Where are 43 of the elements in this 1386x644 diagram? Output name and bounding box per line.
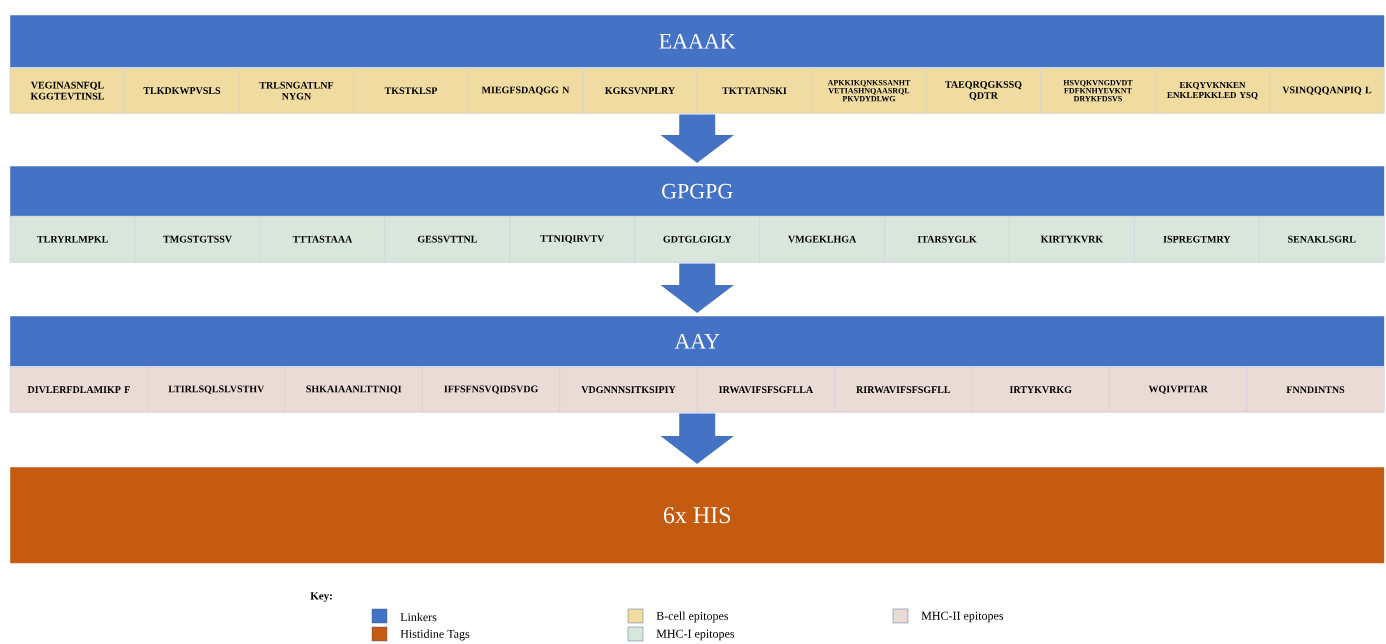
epitope-cell: DIVLERFDLAMIKP F xyxy=(10,367,148,413)
epitope-cell: TTTASTAAA xyxy=(259,216,386,263)
epitope-cell: VSINQQQANPIQ L xyxy=(1269,68,1385,114)
epitope-cell: VDGNNNSITKSIPIY xyxy=(559,367,698,413)
epitope-cell: HSVQKVNGDVDT FDFKNHYEVKNT DRYKFDSVS xyxy=(1040,68,1156,114)
epitope-cell: TLKDKWPVSLS xyxy=(124,68,240,114)
legend-label: MHC-I epitopes xyxy=(656,629,735,641)
epitope-cell: TRLSNGATLNF NYGN xyxy=(239,68,354,114)
epitope-cell: IFFSFNSVQIDSVDG xyxy=(422,367,560,413)
epitope-cell: LTIRLSQLSLVSTHV xyxy=(147,367,286,413)
epitope-cell: MIEGFSDAQGG N xyxy=(468,68,583,114)
epitope-cell: TAEQRQGKSSQ QDTR xyxy=(926,68,1041,114)
epitope-cell: TMGSTGTSSV xyxy=(134,216,261,263)
epitope-cell: TKTTATNSKI xyxy=(697,68,812,114)
epitope-cell: IRTYKVRKG xyxy=(971,367,1110,413)
key-heading: Key: xyxy=(310,592,332,602)
band: 6x HIS xyxy=(10,467,1385,564)
band: EAAAK xyxy=(10,15,1385,68)
epitope-cell: APKKIKQNKSSANHT VETIASHNQAASRQL PKVDYDLWG xyxy=(811,68,927,114)
band: GPGPG xyxy=(10,166,1385,217)
epitope-cell: IRWAVIFSFSGFLLA xyxy=(697,367,835,413)
epitope-cell: KIRTYKVRK xyxy=(1009,216,1135,263)
band: AAY xyxy=(10,316,1385,367)
epitope-cell: TTNIQIRVTV xyxy=(509,216,635,263)
epitope-cell: EKQYVKNKEN ENKLEPKKLED YSQ xyxy=(1155,68,1270,114)
epitope-cell: FNNDINTNS xyxy=(1246,367,1385,413)
legend-label: Linkers xyxy=(400,612,437,622)
epitope-cell: KGKSVNPLRY xyxy=(582,68,698,114)
epitope-cell: RIRWAVIFSFSGFLL xyxy=(834,367,973,413)
epitope-cell: ISPREGTMRY xyxy=(1134,216,1260,263)
legend-label: MHC-II epitopes xyxy=(921,611,1004,623)
epitope-cell: TLRYRLMPKL xyxy=(10,216,136,263)
epitope-cell: GDTGLGIGLY xyxy=(634,216,760,263)
epitope-cell: SHKAIAANLTTNIQI xyxy=(284,367,423,413)
epitope-cell: WQIVPITAR xyxy=(1109,367,1247,413)
legend-label: Histidine Tags xyxy=(400,629,470,641)
epitope-cell: SENAKLSGRL xyxy=(1259,216,1385,263)
epitope-cell: VMGEKLHGA xyxy=(759,216,885,263)
epitope-cell: ITARSYGLK xyxy=(884,216,1010,263)
legend-label: B-cell epitopes xyxy=(656,611,729,623)
epitope-cell: TKSTKLSP xyxy=(353,68,469,114)
epitope-cell: VEGINASNFQL KGGTEVTINSL xyxy=(10,68,125,114)
epitope-cell: GESSVTTNL xyxy=(384,216,511,263)
